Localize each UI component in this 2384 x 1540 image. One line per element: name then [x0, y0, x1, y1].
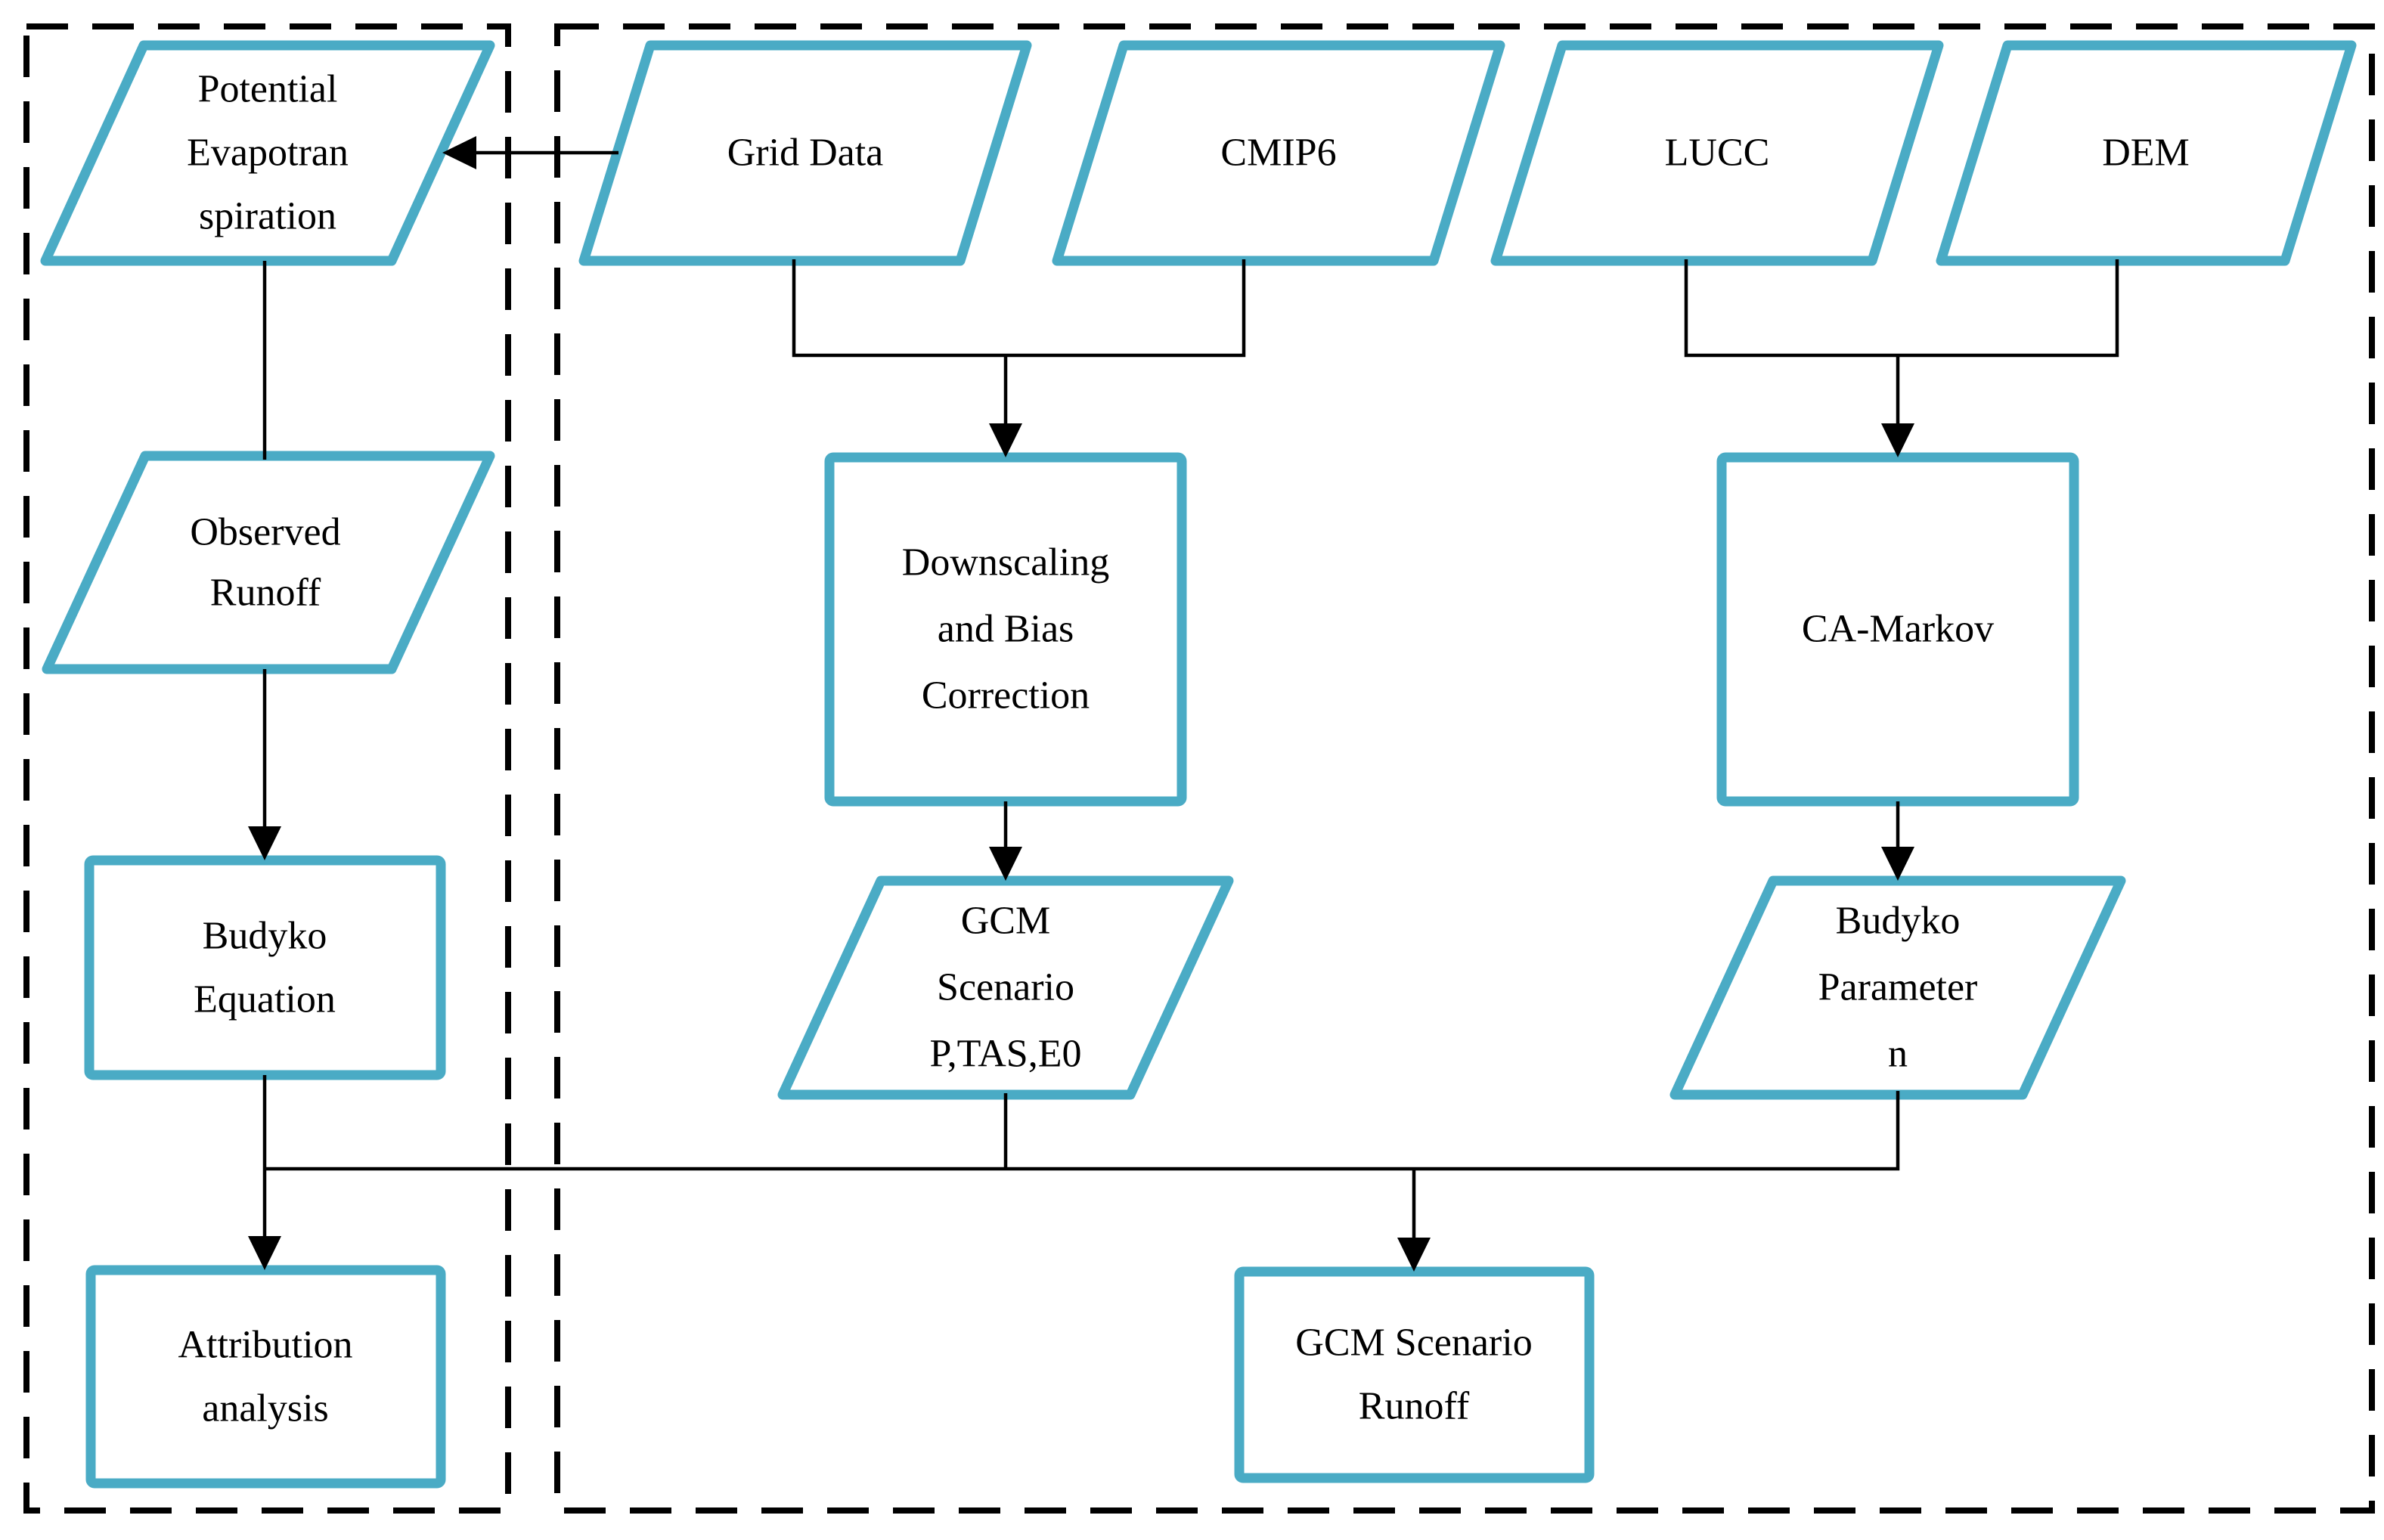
node-gcm-scenario-runoff	[1234, 1266, 1595, 1483]
label-line: Downscaling	[902, 541, 1109, 584]
label-potential-evapotranspiration: Potential Evapotran spiration	[187, 68, 349, 238]
label-line: analysis	[202, 1387, 329, 1430]
edge-collector-line	[263, 1091, 1900, 1171]
edge-merge-lucc-dem	[1684, 259, 2119, 358]
node-dem	[1936, 40, 2357, 266]
edge-ca-markov-to-budyko-parameter	[1881, 801, 1914, 881]
arrowhead-down-icon	[1397, 1238, 1431, 1272]
left-dashed-container	[23, 23, 511, 1514]
edge-collector-to-gcm-runoff	[1397, 1167, 1431, 1272]
label-line: Equation	[194, 978, 336, 1021]
label-dem: DEM	[2102, 132, 2190, 175]
label-line: spiration	[199, 195, 336, 238]
arrowhead-down-icon	[248, 1236, 281, 1270]
node-potential-evapotranspiration	[40, 40, 495, 266]
right-dashed-container	[554, 23, 2375, 1514]
arrowhead-down-icon	[1881, 847, 1914, 881]
arrowhead-down-icon	[1881, 423, 1914, 457]
node-observed-runoff	[42, 451, 495, 674]
label-gcm-scenario-ptase0: GCM Scenario P,TAS,E0	[930, 900, 1082, 1076]
label-ca-markov: CA-Markov	[1802, 608, 1994, 651]
node-cmip6	[1052, 40, 1505, 266]
label-line: Parameter	[1818, 966, 1978, 1009]
edge-merge-to-downscaling	[989, 355, 1022, 457]
label-line: n	[1888, 1033, 1908, 1076]
label-downscaling-bias-correction: Downscaling and Bias Correction	[902, 541, 1109, 717]
label-line: Scenario	[937, 966, 1074, 1009]
label-line: Runoff	[1359, 1385, 1470, 1428]
label-lucc: LUCC	[1665, 132, 1770, 175]
label-budyko-equation: Budyko Equation	[194, 915, 336, 1021]
label-line: GCM	[961, 900, 1050, 943]
label-line: and Bias	[938, 608, 1074, 651]
arrowhead-down-icon	[989, 423, 1022, 457]
label-line: GCM Scenario	[1295, 1322, 1532, 1365]
edge-observed-runoff-to-budyko-equation	[248, 669, 281, 860]
label-line: Budyko	[203, 915, 327, 958]
label-cmip6: CMIP6	[1220, 132, 1336, 175]
edge-griddata-to-pe	[442, 136, 618, 169]
edge-budyko-equation-to-attribution	[248, 1075, 281, 1270]
label-line: Budyko	[1836, 900, 1961, 943]
node-gcm-scenario-ptase0	[777, 875, 1234, 1100]
edge-downscaling-to-gcm-scenario	[989, 801, 1022, 881]
label-attribution-analysis: Attribution analysis	[178, 1324, 352, 1430]
label-observed-runoff: Observed Runoff	[190, 511, 340, 615]
arrowhead-down-icon	[989, 847, 1022, 881]
label-budyko-parameter-n: Budyko Parameter n	[1818, 900, 1978, 1076]
label-line: Evapotran	[187, 132, 349, 175]
edge-merge-griddata-cmip6	[792, 259, 1246, 358]
edge-merge-to-ca-markov	[1881, 355, 1914, 457]
label-line: Potential	[198, 68, 338, 111]
label-gcm-scenario-runoff: GCM Scenario Runoff	[1295, 1322, 1532, 1428]
node-attribution-analysis	[85, 1265, 446, 1489]
node-budyko-equation	[84, 855, 446, 1080]
label-grid-data: Grid Data	[727, 132, 883, 175]
label-line: Observed	[190, 511, 340, 554]
arrowhead-left-icon	[442, 136, 476, 169]
node-lucc	[1490, 40, 1944, 266]
label-line: Attribution	[178, 1324, 352, 1367]
label-line: Runoff	[210, 572, 321, 615]
label-line: Correction	[922, 674, 1090, 717]
label-line: P,TAS,E0	[930, 1033, 1082, 1076]
arrowhead-down-icon	[248, 826, 281, 860]
node-budyko-parameter-n	[1669, 875, 2126, 1100]
node-grid-data	[578, 40, 1032, 266]
